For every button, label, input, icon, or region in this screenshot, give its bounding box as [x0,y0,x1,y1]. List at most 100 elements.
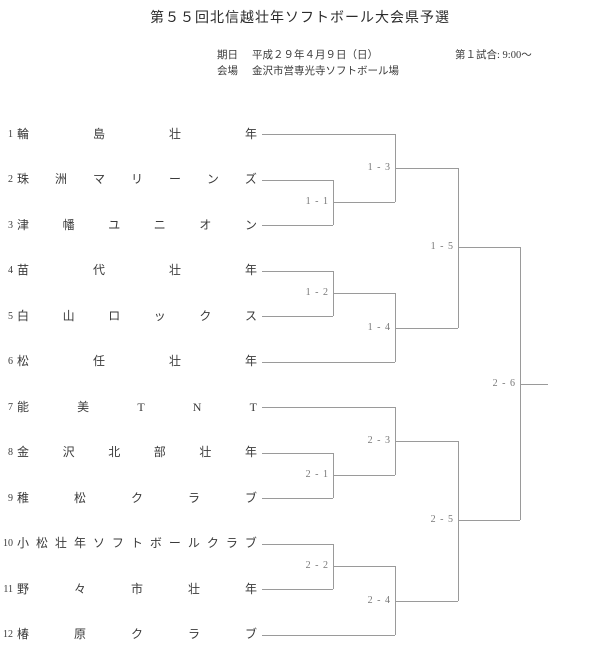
team-name-char: 野 [17,581,30,596]
team-row-9: 9 稚松クラブ [0,491,258,506]
match-label-2-4: 2 - 4 [367,594,391,606]
team-name-char: 椿 [17,627,30,641]
team-name-char: 壮 [168,354,181,368]
team-name-char: 壮 [54,536,67,550]
team-name-char: ス [244,308,257,323]
team-name-char: 山 [62,308,75,323]
team-row-8: 8 金沢北部壮年 [0,445,258,460]
team-number: 9 [8,492,13,504]
match-label-1-2: 1 - 2 [305,287,329,298]
team-name-char: ラ [225,536,238,550]
team-row-12: 12 椿原クラブ [0,627,258,642]
team-name-char: 苗 [17,263,30,277]
bracket-line-h [262,407,395,408]
team-name: 苗代壮年 [17,263,257,278]
match-label-2-5: 2 - 5 [430,513,454,525]
team-name-char: ラ [187,627,200,641]
team-number: 1 [8,128,13,140]
team-row-2: 2 珠洲マリーンズ [0,172,258,187]
team-name-char: 能 [17,399,30,414]
team-name-char: リ [130,172,143,186]
team-number: 7 [8,401,13,413]
team-name-char: ク [199,308,212,323]
team-number: 4 [8,265,13,276]
team-name-char: ソ [92,536,105,550]
team-name-char: 津 [17,217,30,232]
team-name-char: ッ [153,308,166,323]
match-label-1-3: 1 - 3 [367,162,391,173]
team-name: 野々市壮年 [17,582,257,597]
team-name-char: 洲 [54,172,67,186]
team-name: 小松壮年ソフトボールクラブ [17,536,257,551]
team-name-char: 年 [244,445,257,459]
team-name-char: ブ [244,536,257,550]
bracket-line-h [262,589,333,590]
venue-value: 金沢市営専光寺ソフトボール場 [252,66,399,77]
team-name-char: 代 [92,263,105,277]
bracket-line-h [262,316,333,317]
team-name-char: 年 [244,126,257,141]
bracket-line-h [333,202,395,203]
team-name-char: 松 [35,536,48,550]
team-name-char: N [192,399,202,414]
team-number: 8 [8,447,13,458]
bracket-line-h [458,246,520,248]
team-name-char: ー [168,536,181,550]
team-name-char: オ [199,217,212,232]
bracket-line-v [333,543,334,589]
match-label-1-5: 1 - 5 [430,240,454,252]
team-name-char: 島 [92,126,105,141]
team-name-char: 珠 [17,172,30,186]
team-name-char: 年 [244,354,257,368]
team-name-char: 松 [17,354,30,368]
team-name-char: ニ [153,217,166,232]
bracket-line-h [333,293,395,294]
match-label-2-1: 2 - 1 [305,469,329,480]
team-name-char: T [137,399,145,414]
team-name-char: 白 [17,308,30,323]
team-name-char: 小 [17,536,30,550]
bracket-line-v [520,246,521,520]
team-name-char: ン [206,172,219,186]
bracket-line-h [262,225,333,226]
team-name-char: 金 [17,445,30,459]
team-name-char: 年 [244,581,257,596]
match-label-1-1: 1 - 1 [305,196,329,207]
team-row-11: 11 野々市壮年 [0,582,258,597]
team-name-char: ー [168,172,181,186]
team-name-char: フ [111,536,124,550]
team-name-char: 輪 [17,126,30,141]
venue-label: 会場 [217,66,238,77]
bracket-line-h [395,327,458,329]
date-value: 平成２９年４月９日（日） [252,50,378,61]
team-name-char: ブ [244,627,257,641]
bracket-line-h [262,498,333,499]
team-name-char: ラ [187,490,200,505]
team-name-char: 壮 [168,263,181,277]
bracket-line-v [395,407,396,475]
final-winner-line [520,383,548,385]
team-number: 11 [3,583,13,595]
team-row-3: 3 津幡ユニオン [0,218,258,233]
team-name-char: 年 [73,536,86,550]
team-name-char: マ [92,172,105,186]
bracket-line-h [262,179,333,181]
team-name: 津幡ユニオン [17,218,257,233]
team-number: 3 [8,219,13,231]
team-name: 稚松クラブ [17,491,257,506]
team-name-char: ク [130,627,143,641]
bracket-line-v [333,452,334,498]
first-game-time: 第１試合: 9:00～ [455,50,532,61]
bracket-line-v [333,179,334,225]
team-name-char: ク [130,490,143,505]
team-name-char: 部 [153,445,166,459]
team-name: 珠洲マリーンズ [17,172,257,187]
bracket-line-h [333,566,395,567]
team-name-char: T [249,399,257,414]
team-name-char: 々 [73,581,86,596]
bracket-line-v [458,441,459,601]
bracket-line-v [333,270,334,316]
team-name: 松任壮年 [17,354,257,369]
